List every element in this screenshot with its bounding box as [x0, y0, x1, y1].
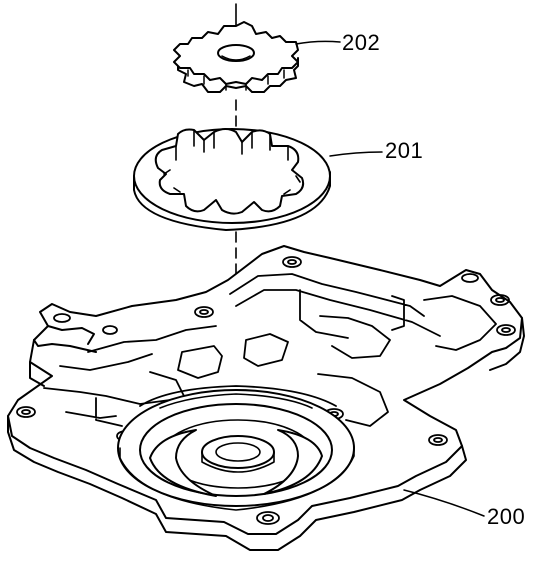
- leader-line-202: [296, 41, 340, 44]
- rotor-pocket-rim: [140, 404, 332, 496]
- pump-body-base-edge: [8, 416, 466, 550]
- leader-line-200: [404, 490, 484, 516]
- internal-passages: [44, 274, 496, 426]
- outlet-port: [264, 430, 322, 494]
- leader-line-201: [330, 152, 382, 156]
- inner-gear-bore: [218, 45, 254, 61]
- label-200: 200: [487, 504, 526, 529]
- inner-gear-202: [174, 22, 298, 92]
- outer-gear-lobes: [156, 129, 303, 214]
- inner-gear-bottom-edge: [178, 58, 298, 92]
- outer-gear-201: [134, 129, 330, 230]
- outer-gear-side: [134, 172, 330, 230]
- label-202: 202: [342, 30, 381, 55]
- inlet-port: [150, 430, 216, 496]
- center-boss: [202, 436, 274, 468]
- label-201: 201: [385, 138, 424, 163]
- pump-body-200: [8, 246, 524, 550]
- bolt-holes: [17, 257, 515, 524]
